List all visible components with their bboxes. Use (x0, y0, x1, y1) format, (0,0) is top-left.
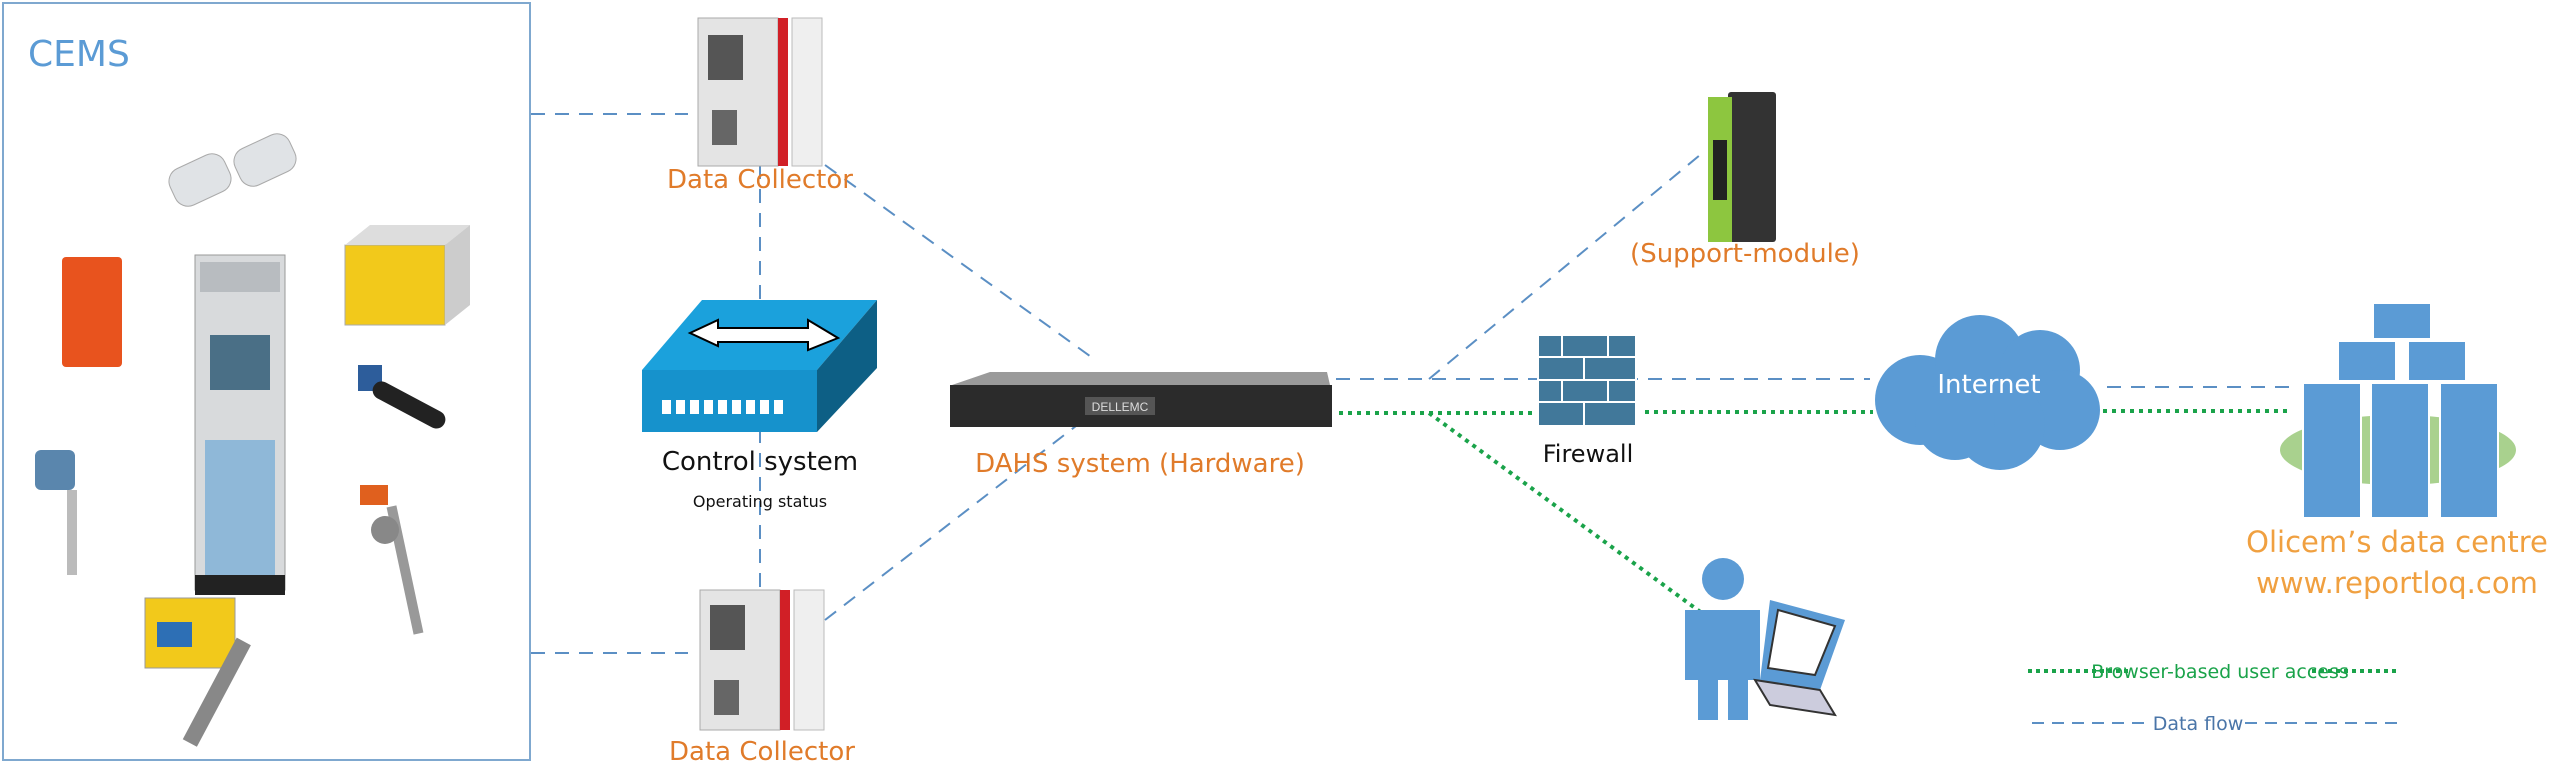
plc-controller-icon (697, 17, 823, 167)
rack-server-icon: DELLEMC (950, 372, 1332, 427)
firewall[interactable]: Firewall (1537, 334, 1637, 468)
internet-label: Internet (1937, 370, 2040, 400)
cems-flow-probe-icon (360, 485, 424, 635)
control-system[interactable]: Control system Operating status (642, 300, 877, 511)
cems-blue-probe-icon (35, 450, 77, 575)
data-collector-top[interactable]: Data Collector (667, 17, 853, 195)
server-cluster-icon (2280, 302, 2516, 519)
data-collector-top-label: Data Collector (667, 165, 853, 195)
network-switch-icon (642, 300, 877, 432)
dell-emc-logo: DELLEMC (1092, 400, 1149, 414)
cems-yellow-rack-analyzer-icon (344, 225, 470, 326)
firewall-icon (1537, 334, 1637, 427)
dahs-system[interactable]: DELLEMC DAHS system (Hardware) (950, 372, 1332, 479)
cems-cross-duct-sensor-icon (168, 133, 297, 207)
dahs-label: DAHS system (Hardware) (975, 449, 1305, 479)
cems-probe-sensor-icon (358, 365, 446, 429)
data-collector-bottom[interactable]: Data Collector (669, 589, 855, 767)
internet[interactable]: Internet (1875, 315, 2100, 470)
cems-box (2, 2, 531, 761)
user-access-lines (1339, 409, 2290, 632)
cems-yellow-controller-icon (144, 597, 251, 747)
cems-analyzer-cabinet-icon (194, 254, 286, 595)
legend-data-flow: Data flow (2153, 713, 2244, 735)
support-module-label: (Support-module) (1630, 239, 1860, 269)
cems-orange-analyzer-icon (62, 257, 122, 367)
router-module-icon (1708, 92, 1776, 242)
legend-user-access: Browser-based user access (2091, 661, 2349, 683)
data-collector-bottom-label: Data Collector (669, 737, 855, 767)
firewall-label: Firewall (1543, 440, 1634, 468)
cloud-icon (1875, 315, 2100, 470)
data-centre[interactable]: Olicem’s data centre www.reportloq.com (2246, 302, 2548, 600)
data-centre-label: Olicem’s data centre (2246, 525, 2548, 559)
operating-status-label: Operating status (693, 492, 827, 511)
data-centre-url[interactable]: www.reportloq.com (2256, 566, 2538, 600)
cems-title: CEMS (28, 34, 130, 75)
plc-controller-icon (699, 589, 825, 731)
user-laptop-icon (1685, 558, 1845, 720)
legend: Browser-based user access Data flow (2028, 661, 2398, 735)
support-module[interactable]: (Support-module) (1630, 92, 1860, 269)
control-system-label: Control system (662, 447, 858, 477)
user-access-client[interactable] (1685, 558, 1845, 720)
